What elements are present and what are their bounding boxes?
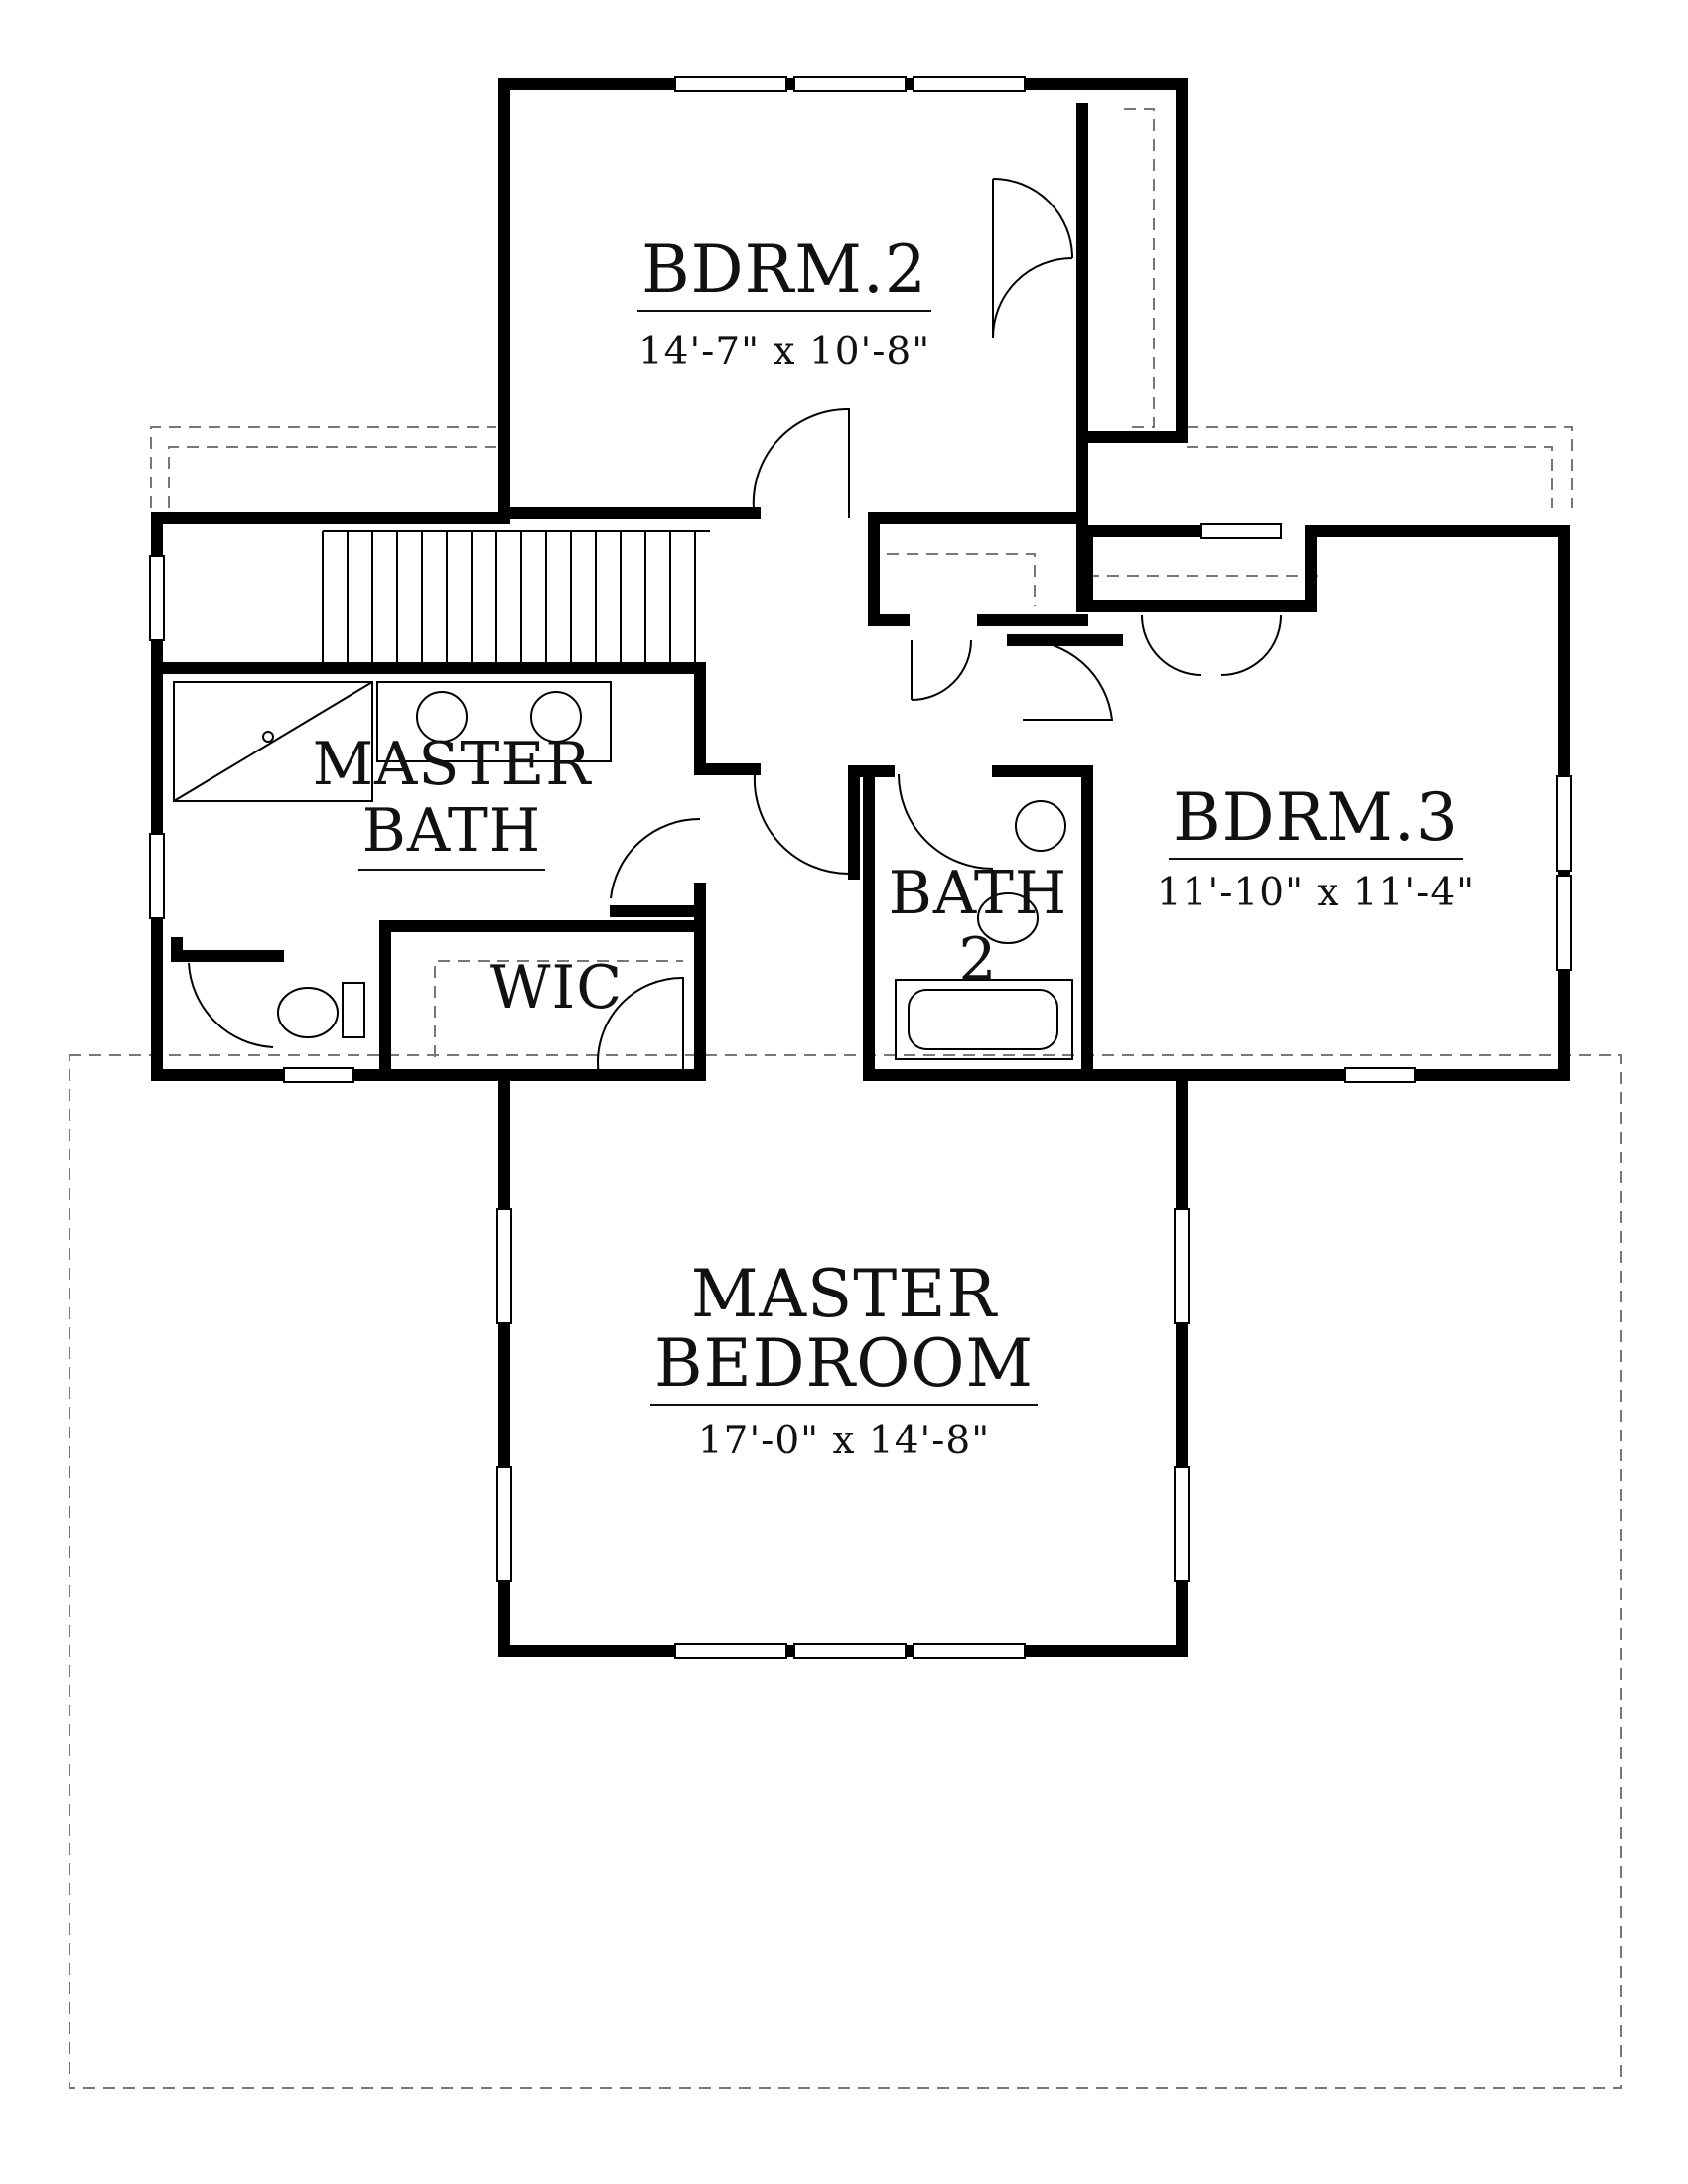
window-master-1 xyxy=(674,1643,787,1659)
bathtub xyxy=(895,979,1073,1060)
windows xyxy=(149,76,1572,1659)
window-bdrm3-b xyxy=(1344,1067,1416,1083)
door-bdrm2 xyxy=(752,407,850,519)
master-bed-label-1: MASTER xyxy=(690,1256,998,1332)
window-bdrm3-top xyxy=(1200,523,1282,539)
bdrm3-name: BDRM.3 xyxy=(1169,784,1463,860)
bdrm2-dims: 14'-7" x 10'-8" xyxy=(637,330,931,374)
door-bdrm3-closet-r xyxy=(1220,614,1282,676)
door-bath-entry xyxy=(610,817,701,899)
door-toilet xyxy=(188,962,274,1048)
left-porch-outline xyxy=(150,426,496,508)
dashed-outlines xyxy=(69,108,1622,2089)
sink-left xyxy=(416,691,468,743)
window-master-l2 xyxy=(496,1466,512,1582)
wall-bath2-top xyxy=(992,765,1093,1081)
master-bath-label-2: BATH xyxy=(288,799,616,871)
wall-bath-right xyxy=(694,662,761,775)
wall-master-bed xyxy=(498,525,1570,1657)
master-bed-label-2: BEDROOM xyxy=(596,1330,1092,1406)
bath2-label-1: BATH xyxy=(888,859,1068,928)
bdrm2-label: BDRM.2 xyxy=(596,236,973,312)
vanity xyxy=(376,681,612,762)
wall-toilet-room xyxy=(171,937,284,962)
wall-bdrm2-outer xyxy=(498,78,1188,519)
window-master-r2 xyxy=(1174,1466,1190,1582)
door-bdrm2-closet-top xyxy=(992,178,1073,259)
window-master-r1 xyxy=(1174,1208,1190,1324)
stairs xyxy=(322,530,710,662)
window-bdrm2-2 xyxy=(793,76,907,92)
window-bdrm3-r1 xyxy=(1556,775,1572,872)
window-bdrm2-1 xyxy=(674,76,787,92)
window-master-2 xyxy=(793,1643,907,1659)
window-bath-b xyxy=(283,1067,354,1083)
door-bdrm2-closet-bot xyxy=(992,257,1073,339)
bdrm3-label: BDRM.3 xyxy=(1152,784,1479,860)
window-bath-l2 xyxy=(149,833,165,919)
door-hall-closet-r xyxy=(1022,638,1114,721)
door-wic xyxy=(597,976,684,1076)
wic-label: WIC xyxy=(489,953,624,1023)
master-bath-label-line2: BATH xyxy=(357,799,546,871)
window-master-l1 xyxy=(496,1208,512,1324)
door-master-bath xyxy=(753,773,850,876)
walls xyxy=(151,78,1570,1657)
wall-bdrm3-closet xyxy=(1081,525,1338,612)
fixtures xyxy=(173,681,1073,1060)
wall-hall-closet xyxy=(868,512,910,626)
door-hall-closet xyxy=(911,639,972,701)
window-bdrm3-r2 xyxy=(1556,875,1572,971)
toilet-bath2 xyxy=(977,892,1039,944)
master-bed-dims: 17'-0" x 14'-8" xyxy=(697,1419,991,1463)
master-bath-label-1: MASTER xyxy=(312,730,592,799)
sink-bath2 xyxy=(1015,800,1066,852)
left-porch-outline-inner xyxy=(168,446,496,508)
door-swings xyxy=(188,178,1282,1076)
lower-porch-outline xyxy=(69,1054,1622,2089)
shower xyxy=(173,681,373,802)
bdrm3-dims: 11'-10" x 11'-4" xyxy=(1156,871,1476,915)
window-bdrm2-3 xyxy=(913,76,1026,92)
right-porch-outline-inner xyxy=(1187,446,1553,508)
sink-right xyxy=(530,691,582,743)
bath2-label-2: 2 xyxy=(958,925,998,995)
right-porch-outline xyxy=(1187,426,1573,508)
wall-bath-right-low xyxy=(610,883,706,917)
window-master-3 xyxy=(913,1643,1026,1659)
window-bath-l1 xyxy=(149,555,165,641)
door-bdrm3-closet-l xyxy=(1141,614,1202,676)
master-bed-label-line2: BEDROOM xyxy=(649,1330,1039,1406)
closet-shelf-hall xyxy=(887,553,1036,606)
closet-shelf-bdrm2 xyxy=(1124,108,1155,428)
door-bath2 xyxy=(898,773,994,870)
bdrm2-name: BDRM.2 xyxy=(637,236,931,312)
wic-shelf xyxy=(434,960,683,1057)
toilet-master xyxy=(277,987,339,1038)
